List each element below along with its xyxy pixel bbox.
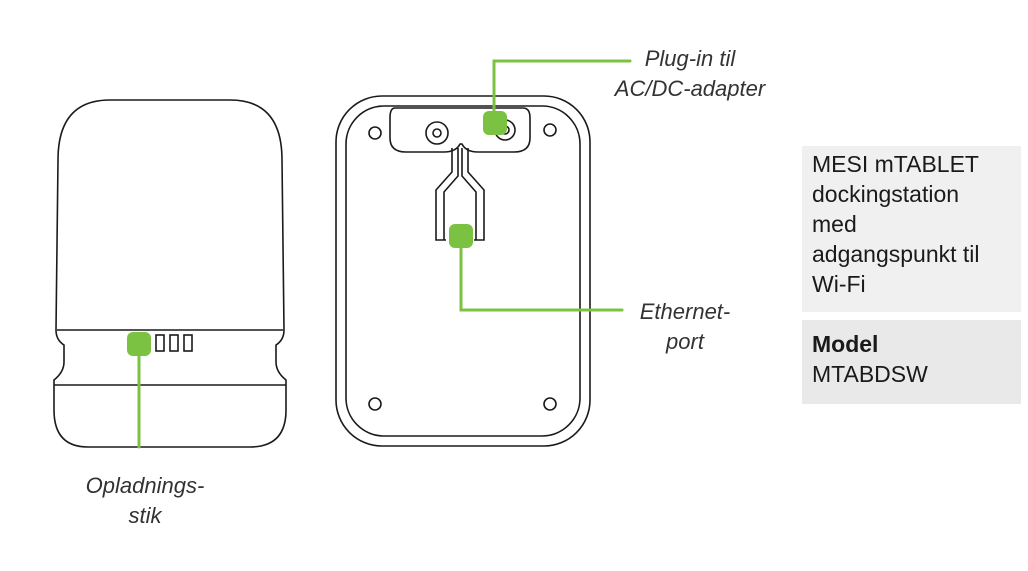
- dc-jack-inner: [432, 128, 442, 138]
- port-pin-3: [183, 334, 193, 352]
- front-view: [53, 99, 287, 448]
- port-pin-2: [169, 334, 179, 352]
- model-panel: Model MTABDSW: [802, 320, 1021, 404]
- product-title-line-2: dockingstation: [812, 181, 960, 207]
- ethernet-leader-line: [459, 234, 624, 312]
- charging-label-line-1: Opladnings-: [85, 473, 205, 498]
- back-view: [335, 95, 591, 447]
- plugin-leader-line: [492, 59, 632, 124]
- plugin-label: Plug-in til AC/DC-adapter: [600, 44, 780, 104]
- product-title-line-4: adgangspunkt til: [812, 241, 980, 267]
- ethernet-label: Ethernet- port: [620, 297, 750, 357]
- screw-top-left: [368, 126, 382, 140]
- plugin-label-line-1: Plug-in til: [644, 46, 736, 71]
- screw-top-right: [543, 123, 557, 137]
- callout-markers: [127, 111, 507, 356]
- plugin-label-line-2: AC/DC-adapter: [614, 76, 766, 101]
- product-title-line-1: MESI mTABLET: [812, 151, 979, 177]
- screw-bottom-right: [543, 397, 557, 411]
- ethernet-label-line-2: port: [666, 329, 704, 354]
- product-title-line-3: med: [812, 211, 857, 237]
- charging-marker: [127, 332, 151, 356]
- dc-jack-outer: [425, 121, 449, 145]
- charging-label-line-2: stik: [128, 503, 162, 528]
- product-title-panel: MESI mTABLET dockingstation med adgangsp…: [802, 146, 1021, 312]
- cable-channel-right: [461, 148, 485, 241]
- back-body-inner: [345, 105, 581, 437]
- callout-lines: [137, 59, 632, 449]
- port-pin-1: [155, 334, 165, 352]
- model-value: MTABDSW: [812, 361, 928, 387]
- ethernet-marker: [449, 224, 473, 248]
- connector-recess: [389, 107, 531, 153]
- cable-channel-left: [435, 148, 459, 241]
- charging-label: Opladnings- stik: [70, 471, 220, 531]
- back-body-outer: [335, 95, 591, 447]
- screw-bottom-left: [368, 397, 382, 411]
- ethernet-label-line-1: Ethernet-: [639, 299, 731, 324]
- plugin-marker: [483, 111, 507, 135]
- product-title-line-5: Wi-Fi: [812, 271, 866, 297]
- model-label: Model: [812, 331, 879, 357]
- front-body-outline: [53, 99, 287, 448]
